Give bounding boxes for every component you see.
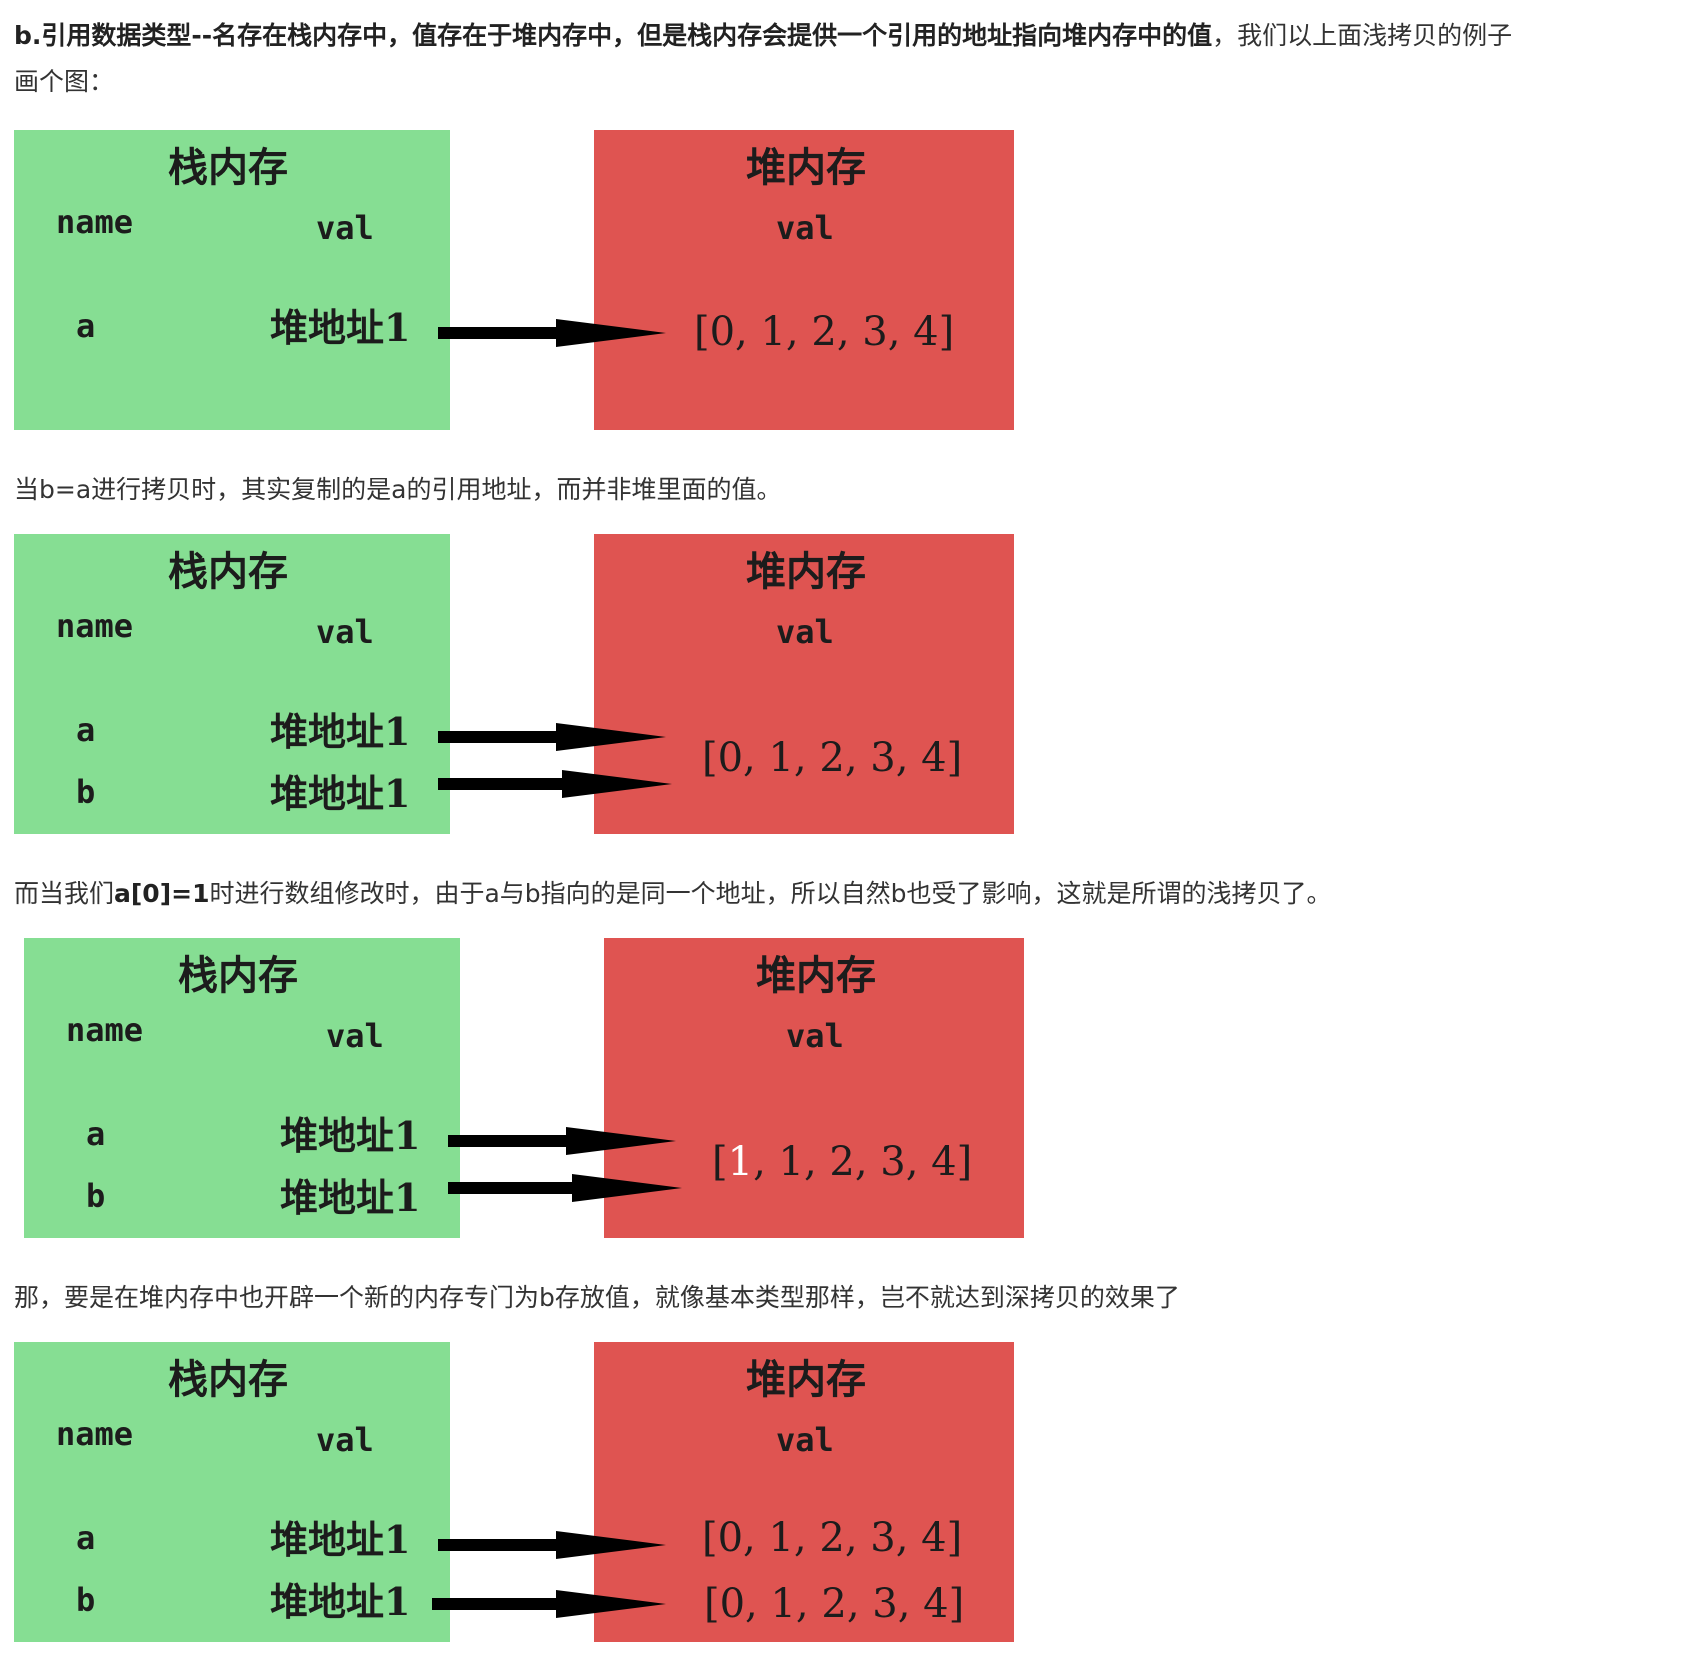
copy-reference-text: 当b=a进行拷贝时，其实复制的是a的引用地址，而并非堆里面的值。 (14, 475, 782, 504)
modify-array-text-post: 时进行数组修改时，由于a与b指向的是同一个地址，所以自然b也受了影响，这就是所谓… (209, 879, 1332, 908)
heap-col-val-header: val (786, 1017, 844, 1055)
deep-copy-text: 那，要是在堆内存中也开辟一个新的内存专门为b存放值，就像基本类型那样，岂不就达到… (14, 1283, 1180, 1312)
stack-col-val-header: val (316, 209, 374, 247)
stack-title: 栈内存 (168, 548, 288, 595)
stack-memory-box: 栈内存 name val a 堆地址1 b 堆地址1 (24, 938, 460, 1238)
paragraph-modify-array: 而当我们a[0]=1时进行数组修改时，由于a与b指向的是同一个地址，所以自然b也… (14, 870, 1674, 918)
reference-arrow-b (438, 770, 672, 798)
stack-col-val-header: val (316, 613, 374, 651)
stack-title: 栈内存 (178, 952, 298, 999)
stack-memory-box: 栈内存 name val a 堆地址1 b 堆地址1 (14, 1342, 450, 1642)
intro-bold-text: b.引用数据类型--名存在栈内存中，值存在于堆内存中，但是栈内存会提供一个引用的… (14, 21, 1213, 50)
heap-title: 堆内存 (746, 144, 866, 191)
modify-array-code: a[0]=1 (114, 879, 210, 908)
heap-array-value-2: [0, 1, 2, 3, 4] (704, 1581, 965, 1627)
stack-row-name: b (86, 1177, 106, 1215)
stack-title: 栈内存 (168, 144, 288, 191)
stack-col-val-header: val (326, 1017, 384, 1055)
paragraph-intro-line2: 画个图： (14, 58, 1674, 106)
stack-row-name: a (76, 711, 96, 749)
heap-col-val-header: val (776, 1421, 834, 1459)
stack-row-name: a (86, 1115, 106, 1153)
stack-row-address: 堆地址1 (270, 771, 411, 816)
modify-array-text-pre: 而当我们 (14, 879, 115, 908)
stack-col-name-header: name (56, 1415, 134, 1453)
heap-col-val-header: val (776, 209, 834, 247)
memory-diagram-4: 栈内存 name val a 堆地址1 b 堆地址1 堆内存 val [0, 1… (14, 1342, 1074, 1642)
intro-rest-text: ，我们以上面浅拷贝的例子 (1212, 21, 1513, 50)
stack-row-name: a (76, 1519, 96, 1557)
stack-memory-box: 栈内存 name val a 堆地址1 (14, 130, 450, 430)
stack-row-address: 堆地址1 (270, 1517, 411, 1562)
heap-title: 堆内存 (746, 548, 866, 595)
stack-row-name: b (76, 773, 96, 811)
stack-title: 栈内存 (168, 1356, 288, 1403)
heap-title: 堆内存 (756, 952, 876, 999)
stack-col-name-header: name (56, 203, 134, 241)
stack-row-address: 堆地址1 (270, 1579, 411, 1624)
stack-row-name: b (76, 1581, 96, 1619)
stack-col-name-header: name (56, 607, 134, 645)
reference-arrow-a (438, 723, 666, 751)
heap-array-value-modified: [1, 1, 2, 3, 4] (712, 1140, 972, 1184)
array-open-bracket: [ (712, 1139, 728, 1185)
stack-col-val-header: val (316, 1421, 374, 1459)
heap-title: 堆内存 (746, 1356, 866, 1403)
stack-row-name: a (76, 307, 96, 345)
paragraph-intro: b.引用数据类型--名存在栈内存中，值存在于堆内存中，但是栈内存会提供一个引用的… (14, 12, 1674, 60)
heap-col-val-header: val (776, 613, 834, 651)
reference-arrow-a (448, 1127, 676, 1155)
reference-arrow-b (432, 1590, 666, 1618)
array-remaining-elements: , 1, 2, 3, 4] (753, 1139, 973, 1185)
stack-row-address: 堆地址1 (270, 709, 411, 754)
modified-element: 1 (727, 1139, 754, 1185)
memory-diagram-1: 栈内存 name val a 堆地址1 堆内存 val [0, 1, 2, 3,… (14, 130, 1074, 430)
stack-col-name-header: name (66, 1011, 144, 1049)
stack-row-address: 堆地址1 (270, 305, 411, 350)
stack-memory-box: 栈内存 name val a 堆地址1 b 堆地址1 (14, 534, 450, 834)
intro-line2-text: 画个图： (14, 67, 115, 96)
heap-memory-box: 堆内存 val [0, 1, 2, 3, 4] (594, 130, 1014, 430)
reference-arrow-a (438, 319, 666, 347)
heap-array-value: [0, 1, 2, 3, 4] (702, 735, 963, 781)
stack-row-address: 堆地址1 (280, 1175, 421, 1220)
heap-array-value-1: [0, 1, 2, 3, 4] (702, 1515, 963, 1561)
reference-arrow-b (448, 1174, 682, 1202)
paragraph-deep-copy: 那，要是在堆内存中也开辟一个新的内存专门为b存放值，就像基本类型那样，岂不就达到… (14, 1274, 1674, 1322)
memory-diagram-2: 栈内存 name val a 堆地址1 b 堆地址1 堆内存 val [0, 1… (14, 534, 1074, 834)
paragraph-copy-reference: 当b=a进行拷贝时，其实复制的是a的引用地址，而并非堆里面的值。 (14, 466, 1674, 514)
heap-memory-box: 堆内存 val [0, 1, 2, 3, 4] [0, 1, 2, 3, 4] (594, 1342, 1014, 1642)
stack-row-address: 堆地址1 (280, 1113, 421, 1158)
reference-arrow-a (438, 1531, 666, 1559)
heap-array-value: [0, 1, 2, 3, 4] (694, 309, 955, 355)
memory-diagram-3: 栈内存 name val a 堆地址1 b 堆地址1 堆内存 val [1, 1… (24, 938, 1084, 1238)
